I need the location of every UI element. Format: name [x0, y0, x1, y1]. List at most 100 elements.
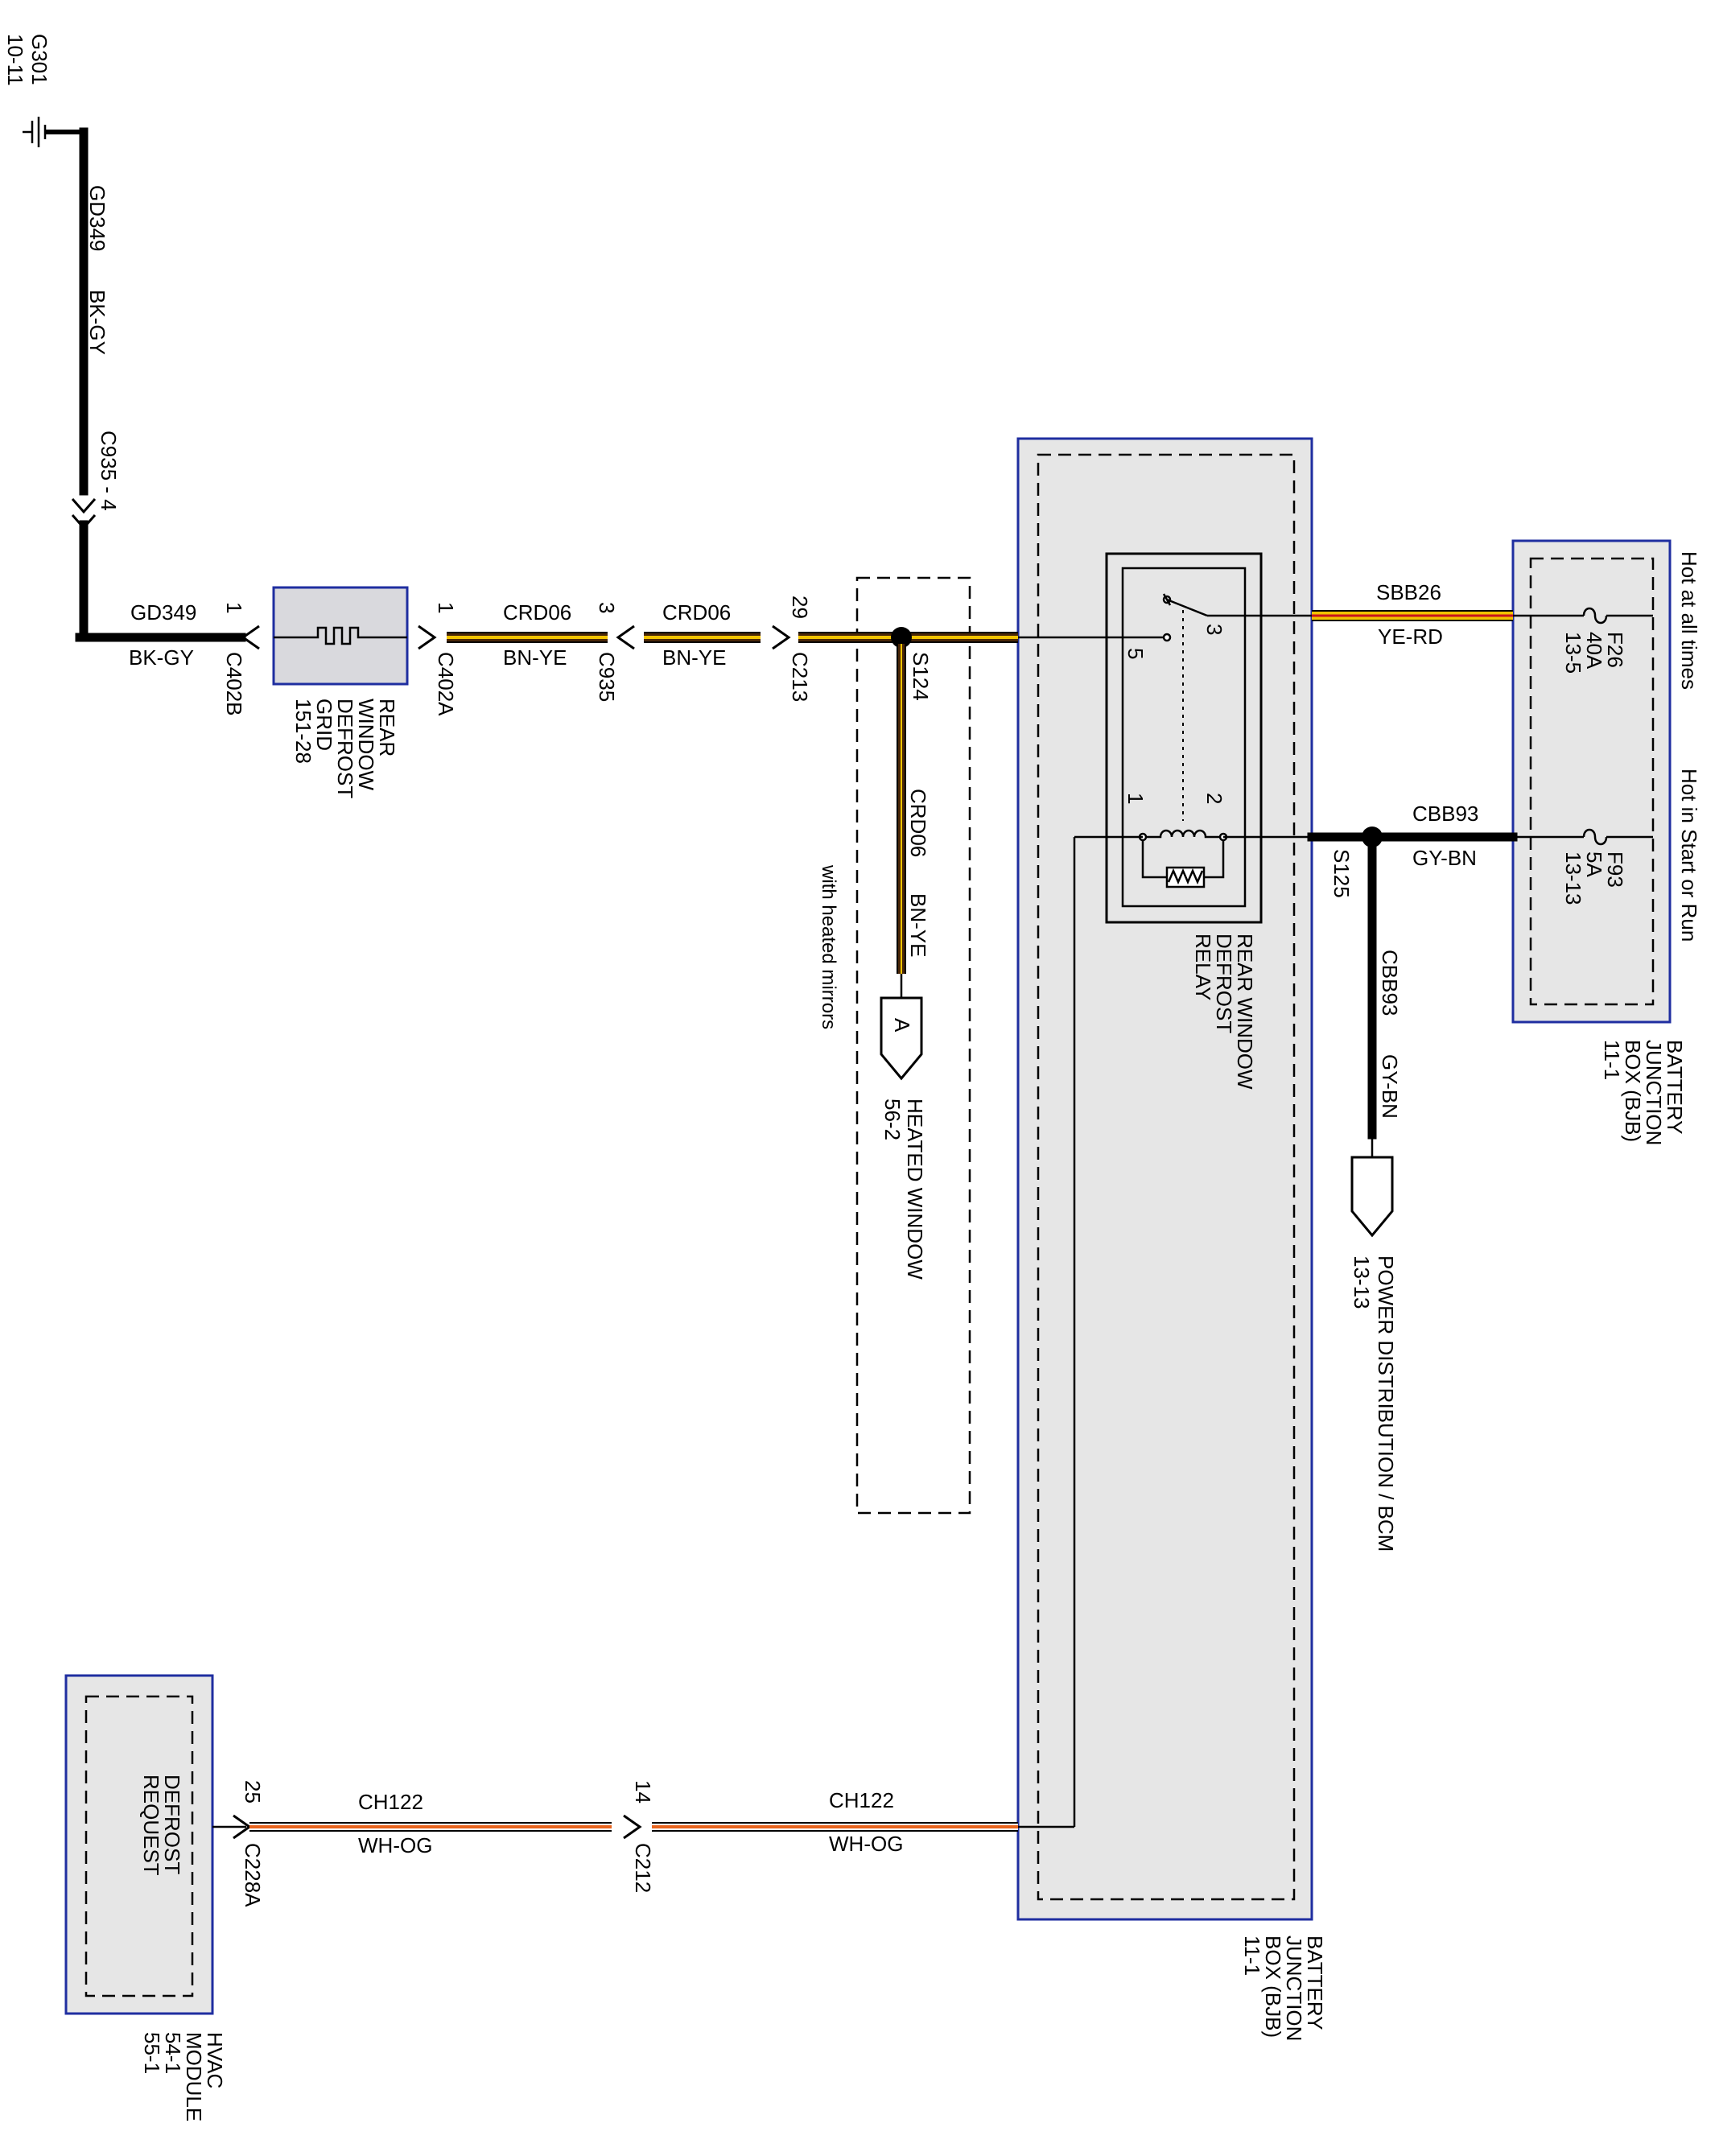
sbb26-color: YE-RD — [1378, 625, 1443, 649]
bjb-fuse-box — [1511, 539, 1672, 1024]
c212-connector — [623, 1814, 642, 1840]
defrost-grid-box — [272, 586, 409, 686]
power-dist-line1: POWER DISTRIBUTION / BCM — [1374, 1255, 1398, 1552]
c213-connector — [772, 625, 791, 650]
c935-name: C935 — [595, 652, 619, 702]
bjb-main-inner-dash — [1037, 453, 1296, 1901]
c935-4-label: C935 - 4 — [97, 431, 121, 511]
f93-ref: 13-13 — [1561, 851, 1585, 905]
s124-label: S124 — [909, 652, 933, 701]
bjb-fuse-label-line1: BATTERY — [1663, 1040, 1687, 1135]
f26-rating: 40A — [1582, 632, 1606, 670]
relay-label-line1: REAR WINDOW — [1233, 934, 1257, 1090]
cbb93-horizontal-color: GY-BN — [1412, 846, 1477, 870]
bjb-fuse-label-line2: JUNCTION — [1642, 1040, 1666, 1145]
bjb-fuse-inner-dash — [1529, 557, 1655, 1006]
heated-window-ref-line1: HEATED WINDOW — [903, 1099, 927, 1280]
relay-label-line3: RELAY — [1191, 934, 1215, 1000]
ch122-left-color: WH-OG — [358, 1833, 432, 1857]
ground-symbol — [23, 117, 87, 147]
relay-pin-2: 2 — [1202, 793, 1226, 804]
c402b-pin: 1 — [222, 602, 246, 613]
relay-pin-5: 5 — [1123, 648, 1148, 659]
crd06-mid-color: BN-YE — [662, 645, 726, 670]
crd06-branch-color: BN-YE — [906, 893, 930, 957]
c228a-name: C228A — [241, 1843, 265, 1907]
hvac-label-line3: 54-1 — [161, 2032, 185, 2074]
fuse-f93 — [1513, 828, 1653, 846]
hvac-module-box — [64, 1674, 214, 2015]
f93-name: F93 — [1603, 851, 1627, 888]
ch122-left-circuit: CH122 — [358, 1790, 423, 1814]
grid-heater-symbol — [274, 626, 407, 645]
sbb26-circuit: SBB26 — [1376, 580, 1441, 604]
relay-inner — [1121, 567, 1247, 908]
ground-ref: 10-11 — [3, 34, 27, 86]
c402b-name: C402B — [222, 652, 246, 716]
c213-pin: 29 — [788, 596, 812, 619]
bjb-main-label-line4: 11-1 — [1240, 1935, 1264, 1976]
grid-label-line2: WINDOW — [354, 699, 378, 791]
heated-window-ref-arrow — [880, 996, 923, 1081]
grid-label-line3: DEFROST — [333, 699, 357, 798]
grid-label-line5: 151-28 — [291, 699, 315, 764]
cbb93-vertical-circuit: CBB93 — [1378, 950, 1402, 1016]
gd349-horizontal-color: BK-GY — [129, 645, 194, 670]
crd06-grid-color: BN-YE — [503, 645, 567, 670]
bjb-main-label-line3: BOX (BJB) — [1261, 1935, 1285, 2038]
f26-note: Hot at all times — [1677, 551, 1701, 690]
power-dist-ref-arrow — [1350, 1156, 1394, 1238]
fuse-f26 — [1513, 607, 1653, 625]
f26-ref: 13-5 — [1561, 632, 1585, 674]
s125-label: S125 — [1329, 849, 1354, 898]
gd349-horizontal-circuit: GD349 — [130, 600, 196, 625]
bjb-main-box — [1016, 437, 1313, 1921]
bjb-main-label-line2: JUNCTION — [1282, 1935, 1306, 2041]
grid-label-line1: REAR — [375, 699, 399, 756]
bjb-fuse-label-line4: 11-1 — [1600, 1040, 1624, 1080]
s125-splice — [1362, 827, 1383, 847]
heated-window-ref-line2: 56-2 — [880, 1099, 905, 1140]
cbb93-horizontal-circuit: CBB93 — [1412, 802, 1478, 826]
ch122-right-circuit: CH122 — [829, 1788, 894, 1812]
heated-window-ref-letter: A — [890, 1018, 914, 1033]
relay-outer — [1105, 552, 1263, 924]
hvac-inner-line2: REQUEST — [139, 1775, 163, 1876]
c935-connector — [616, 625, 635, 650]
hvac-inner-dash — [85, 1695, 194, 1997]
c212-pin: 14 — [631, 1780, 655, 1804]
c402b-connector — [241, 625, 260, 650]
f93-rating: 5A — [1582, 851, 1606, 877]
f26-name: F26 — [1603, 632, 1627, 668]
c935-pin: 3 — [595, 602, 619, 613]
bjb-fuse-label-line3: BOX (BJB) — [1621, 1040, 1645, 1142]
c213-name: C213 — [788, 652, 812, 702]
c402a-name: C402A — [434, 652, 458, 716]
f93-note: Hot in Start or Run — [1677, 769, 1701, 942]
hvac-label-line1: HVAC — [203, 2032, 227, 2088]
c402a-connector — [418, 625, 437, 650]
c228a-pin: 25 — [241, 1780, 265, 1804]
bjb-main-label-line1: BATTERY — [1303, 1935, 1327, 2030]
gd349-vertical-circuit: GD349 — [85, 185, 109, 251]
ch122-right-color: WH-OG — [829, 1832, 903, 1856]
relay-pin-3: 3 — [1202, 624, 1226, 635]
ground-name: G301 — [27, 34, 52, 85]
crd06-grid-circuit: CRD06 — [503, 600, 571, 625]
hvac-inner-line1: DEFROST — [160, 1775, 184, 1874]
grid-label-line4: GRID — [312, 699, 336, 751]
relay-pin-1: 1 — [1123, 793, 1148, 804]
s124-splice — [891, 627, 912, 648]
hvac-label-line2: MODULE — [182, 2032, 206, 2121]
hvac-label-line4: 55-1 — [140, 2032, 164, 2074]
gd349-vertical-color: BK-GY — [85, 290, 109, 355]
heated-mirrors-note: with heated mirrors — [818, 864, 839, 1029]
c402a-pin: 1 — [434, 602, 458, 613]
power-dist-line2: 13-13 — [1350, 1255, 1374, 1309]
c212-name: C212 — [631, 1843, 655, 1893]
relay-label-line2: DEFROST — [1212, 934, 1236, 1033]
cbb93-vertical-color: GY-BN — [1378, 1054, 1402, 1119]
crd06-branch-circuit: CRD06 — [906, 789, 930, 857]
crd06-mid-circuit: CRD06 — [662, 600, 731, 625]
